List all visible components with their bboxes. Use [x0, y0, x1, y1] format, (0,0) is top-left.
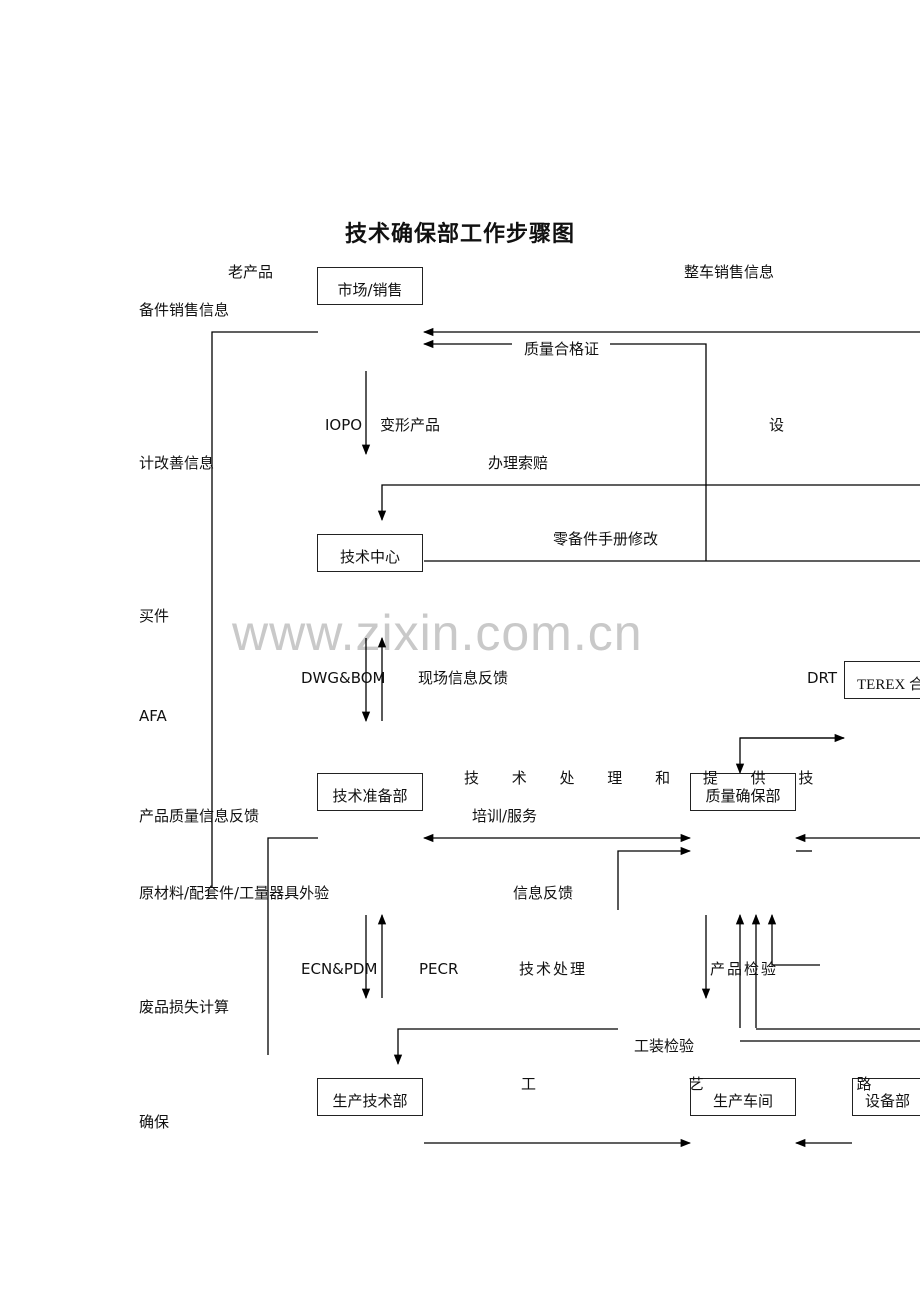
page-title: 技术确保部工作步骤图	[344, 222, 575, 247]
label-iopo: IOPO	[325, 416, 363, 434]
connector-left-quality	[267, 837, 318, 1055]
label-design-improve: 计改善信息	[139, 454, 215, 472]
label-afa: AFA	[139, 707, 167, 725]
arrow-up-3	[767, 913, 820, 966]
label-tech-process-support: 技 术 处 理 和 提 供 技	[464, 769, 828, 787]
arrow-drt	[735, 737, 844, 775]
label-parts-sales: 备件销售信息	[139, 301, 230, 319]
label-raw-material: 原材料/配套件/工量器具外验	[139, 884, 330, 902]
label-parts-manual: 零备件手册修改	[553, 530, 659, 548]
label-ecn-pdm: ECN&PDM	[301, 960, 378, 978]
label-tech-handling: 技术处理	[519, 960, 588, 978]
label-variant-product: 变形产品	[380, 416, 441, 434]
label-field-feedback: 现场信息反馈	[418, 669, 509, 687]
label-scrap-loss: 废品损失计算	[139, 998, 230, 1016]
arrow-info-feedback	[617, 846, 692, 910]
box-equipment: 设备部	[852, 1078, 920, 1116]
label-vehicle-sales: 整车销售信息	[684, 263, 775, 281]
box-quality-assurance: 质量确保部	[690, 773, 796, 811]
label-training: 培训/服务	[472, 807, 538, 825]
arrow-quality-cert	[610, 343, 707, 561]
box-terex: TEREX 合	[844, 661, 920, 699]
arrow-fixture-inspection	[393, 1028, 618, 1066]
box-market-sales: 市场/销售	[317, 267, 423, 305]
label-product-inspection: 产品检验	[710, 960, 779, 978]
box-workshop: 生产车间	[690, 1078, 796, 1116]
watermark: www.zixin.com.cn	[232, 605, 643, 661]
label-quality-cert: 质量合格证	[520, 342, 604, 357]
label-fixture-inspection: 工装检验	[634, 1037, 695, 1055]
box-prod-tech: 生产技术部	[317, 1078, 423, 1116]
label-info-feedback: 信息反馈	[513, 884, 574, 902]
label-old-product: 老产品	[228, 263, 274, 281]
label-drt: DRT	[807, 669, 838, 687]
label-pecr: PECR	[419, 960, 459, 978]
label-claim: 办理索赔	[488, 454, 549, 472]
label-quality-feedback: 产品质量信息反馈	[139, 807, 260, 825]
label-dwg-bom: DWG&BOM	[301, 669, 386, 687]
box-tech-center: 技术中心	[317, 534, 423, 572]
connector-left-feedback	[211, 331, 318, 888]
arrow-claim	[377, 484, 920, 522]
box-tech-prep: 技术准备部	[317, 773, 423, 811]
label-ensure: 确保	[139, 1113, 170, 1131]
label-she: 设	[769, 416, 785, 434]
label-process-route: 工 艺 路	[521, 1075, 920, 1093]
label-purchase: 买件	[139, 607, 170, 625]
